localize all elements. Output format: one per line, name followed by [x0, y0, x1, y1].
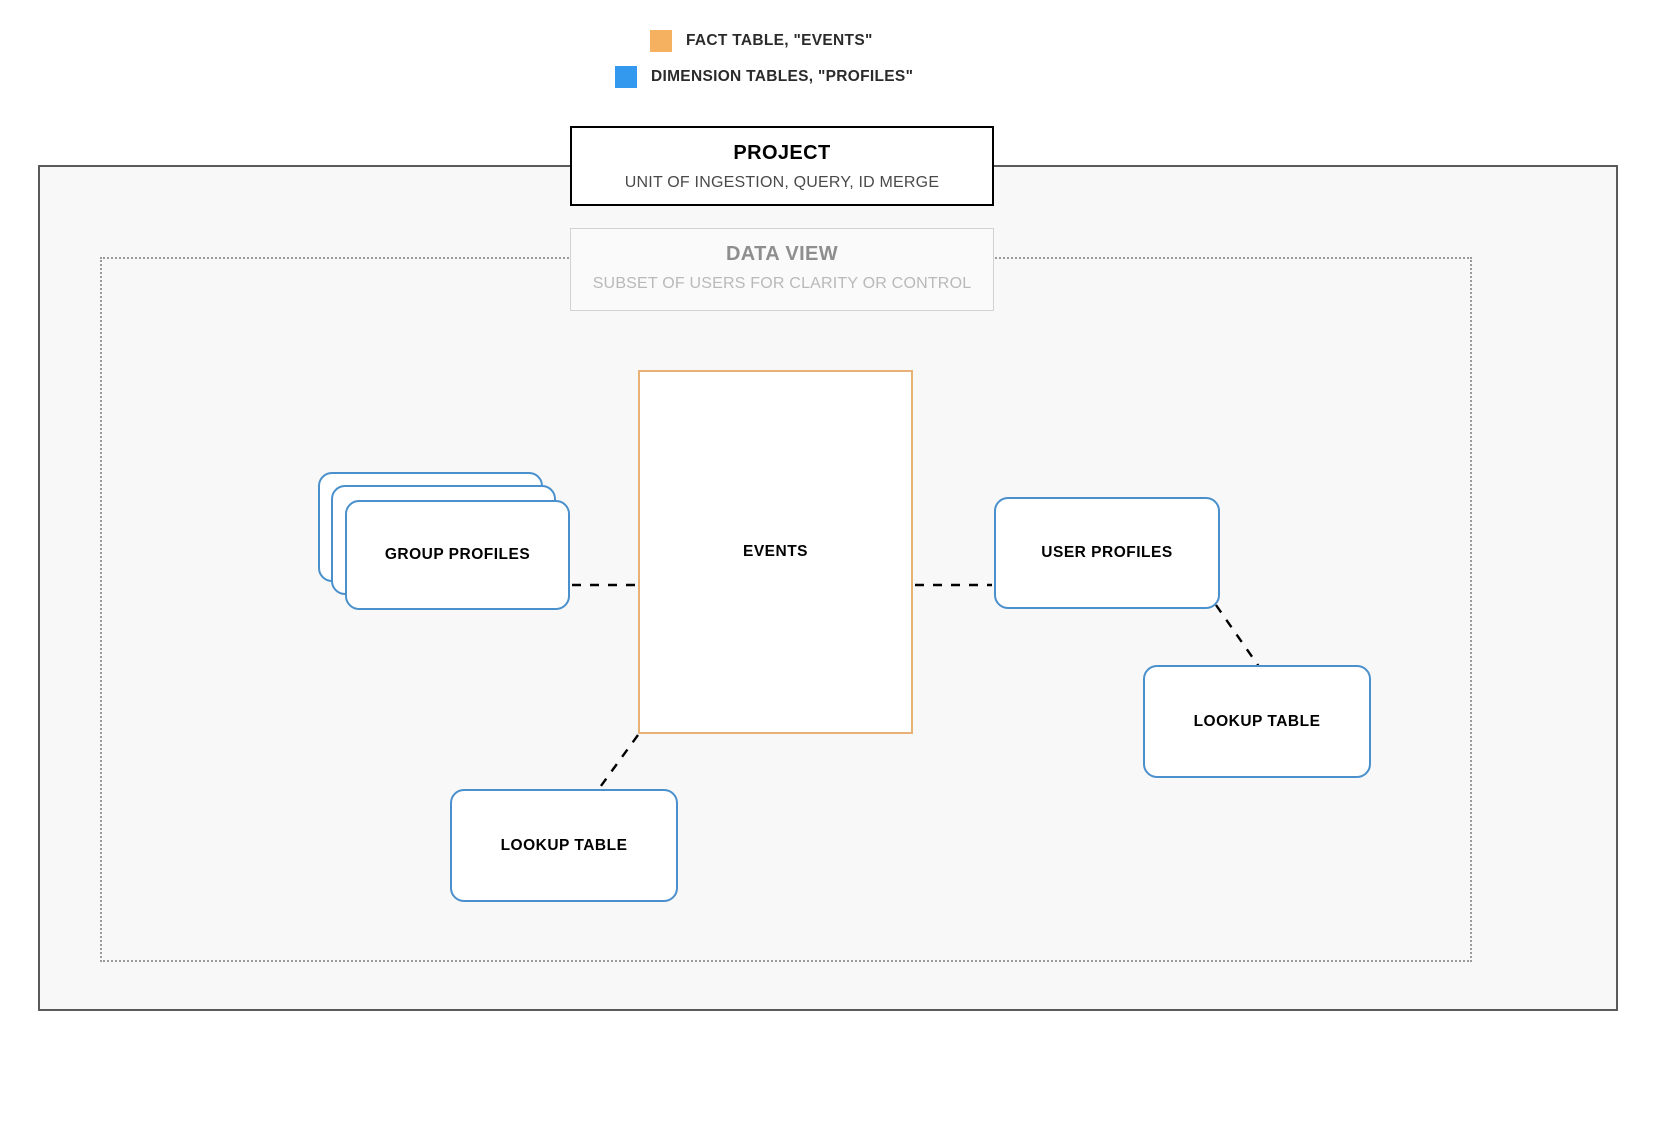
square-swatch-icon	[650, 30, 672, 52]
node-group-profiles[interactable]: GROUP PROFILES	[318, 472, 570, 612]
group-profiles-card-front[interactable]: GROUP PROFILES	[345, 500, 570, 610]
legend: FACT TABLE, "EVENTS" DIMENSION TABLES, "…	[0, 26, 1664, 92]
project-subtitle: UNIT OF INGESTION, QUERY, ID MERGE	[624, 174, 940, 191]
node-lookup-table-right[interactable]: LOOKUP TABLE	[1143, 665, 1371, 778]
project-title: PROJECT	[733, 142, 831, 164]
data-view-header-box: DATA VIEW SUBSET OF USERS FOR CLARITY OR…	[570, 228, 994, 311]
project-header-box: PROJECT UNIT OF INGESTION, QUERY, ID MER…	[570, 126, 994, 206]
node-user-profiles-label: USER PROFILES	[1041, 544, 1173, 561]
legend-label-fact-table: FACT TABLE, "EVENTS"	[686, 32, 873, 49]
node-user-profiles[interactable]: USER PROFILES	[994, 497, 1220, 609]
legend-item-fact-table: FACT TABLE, "EVENTS"	[0, 26, 1664, 56]
node-lookup-table-right-label: LOOKUP TABLE	[1193, 712, 1321, 730]
legend-label-dimension-tables: DIMENSION TABLES, "PROFILES"	[651, 68, 914, 85]
data-view-subtitle: SUBSET OF USERS FOR CLARITY OR CONTROL	[592, 275, 972, 292]
node-lookup-table-left[interactable]: LOOKUP TABLE	[450, 789, 678, 902]
node-group-profiles-label: GROUP PROFILES	[384, 546, 531, 563]
node-events[interactable]: EVENTS	[638, 370, 913, 734]
node-lookup-table-left-label: LOOKUP TABLE	[500, 836, 628, 854]
square-swatch-icon	[615, 66, 637, 88]
legend-item-dimension-tables: DIMENSION TABLES, "PROFILES"	[0, 62, 1664, 92]
data-view-title: DATA VIEW	[725, 243, 839, 265]
node-events-label: EVENTS	[742, 543, 808, 560]
